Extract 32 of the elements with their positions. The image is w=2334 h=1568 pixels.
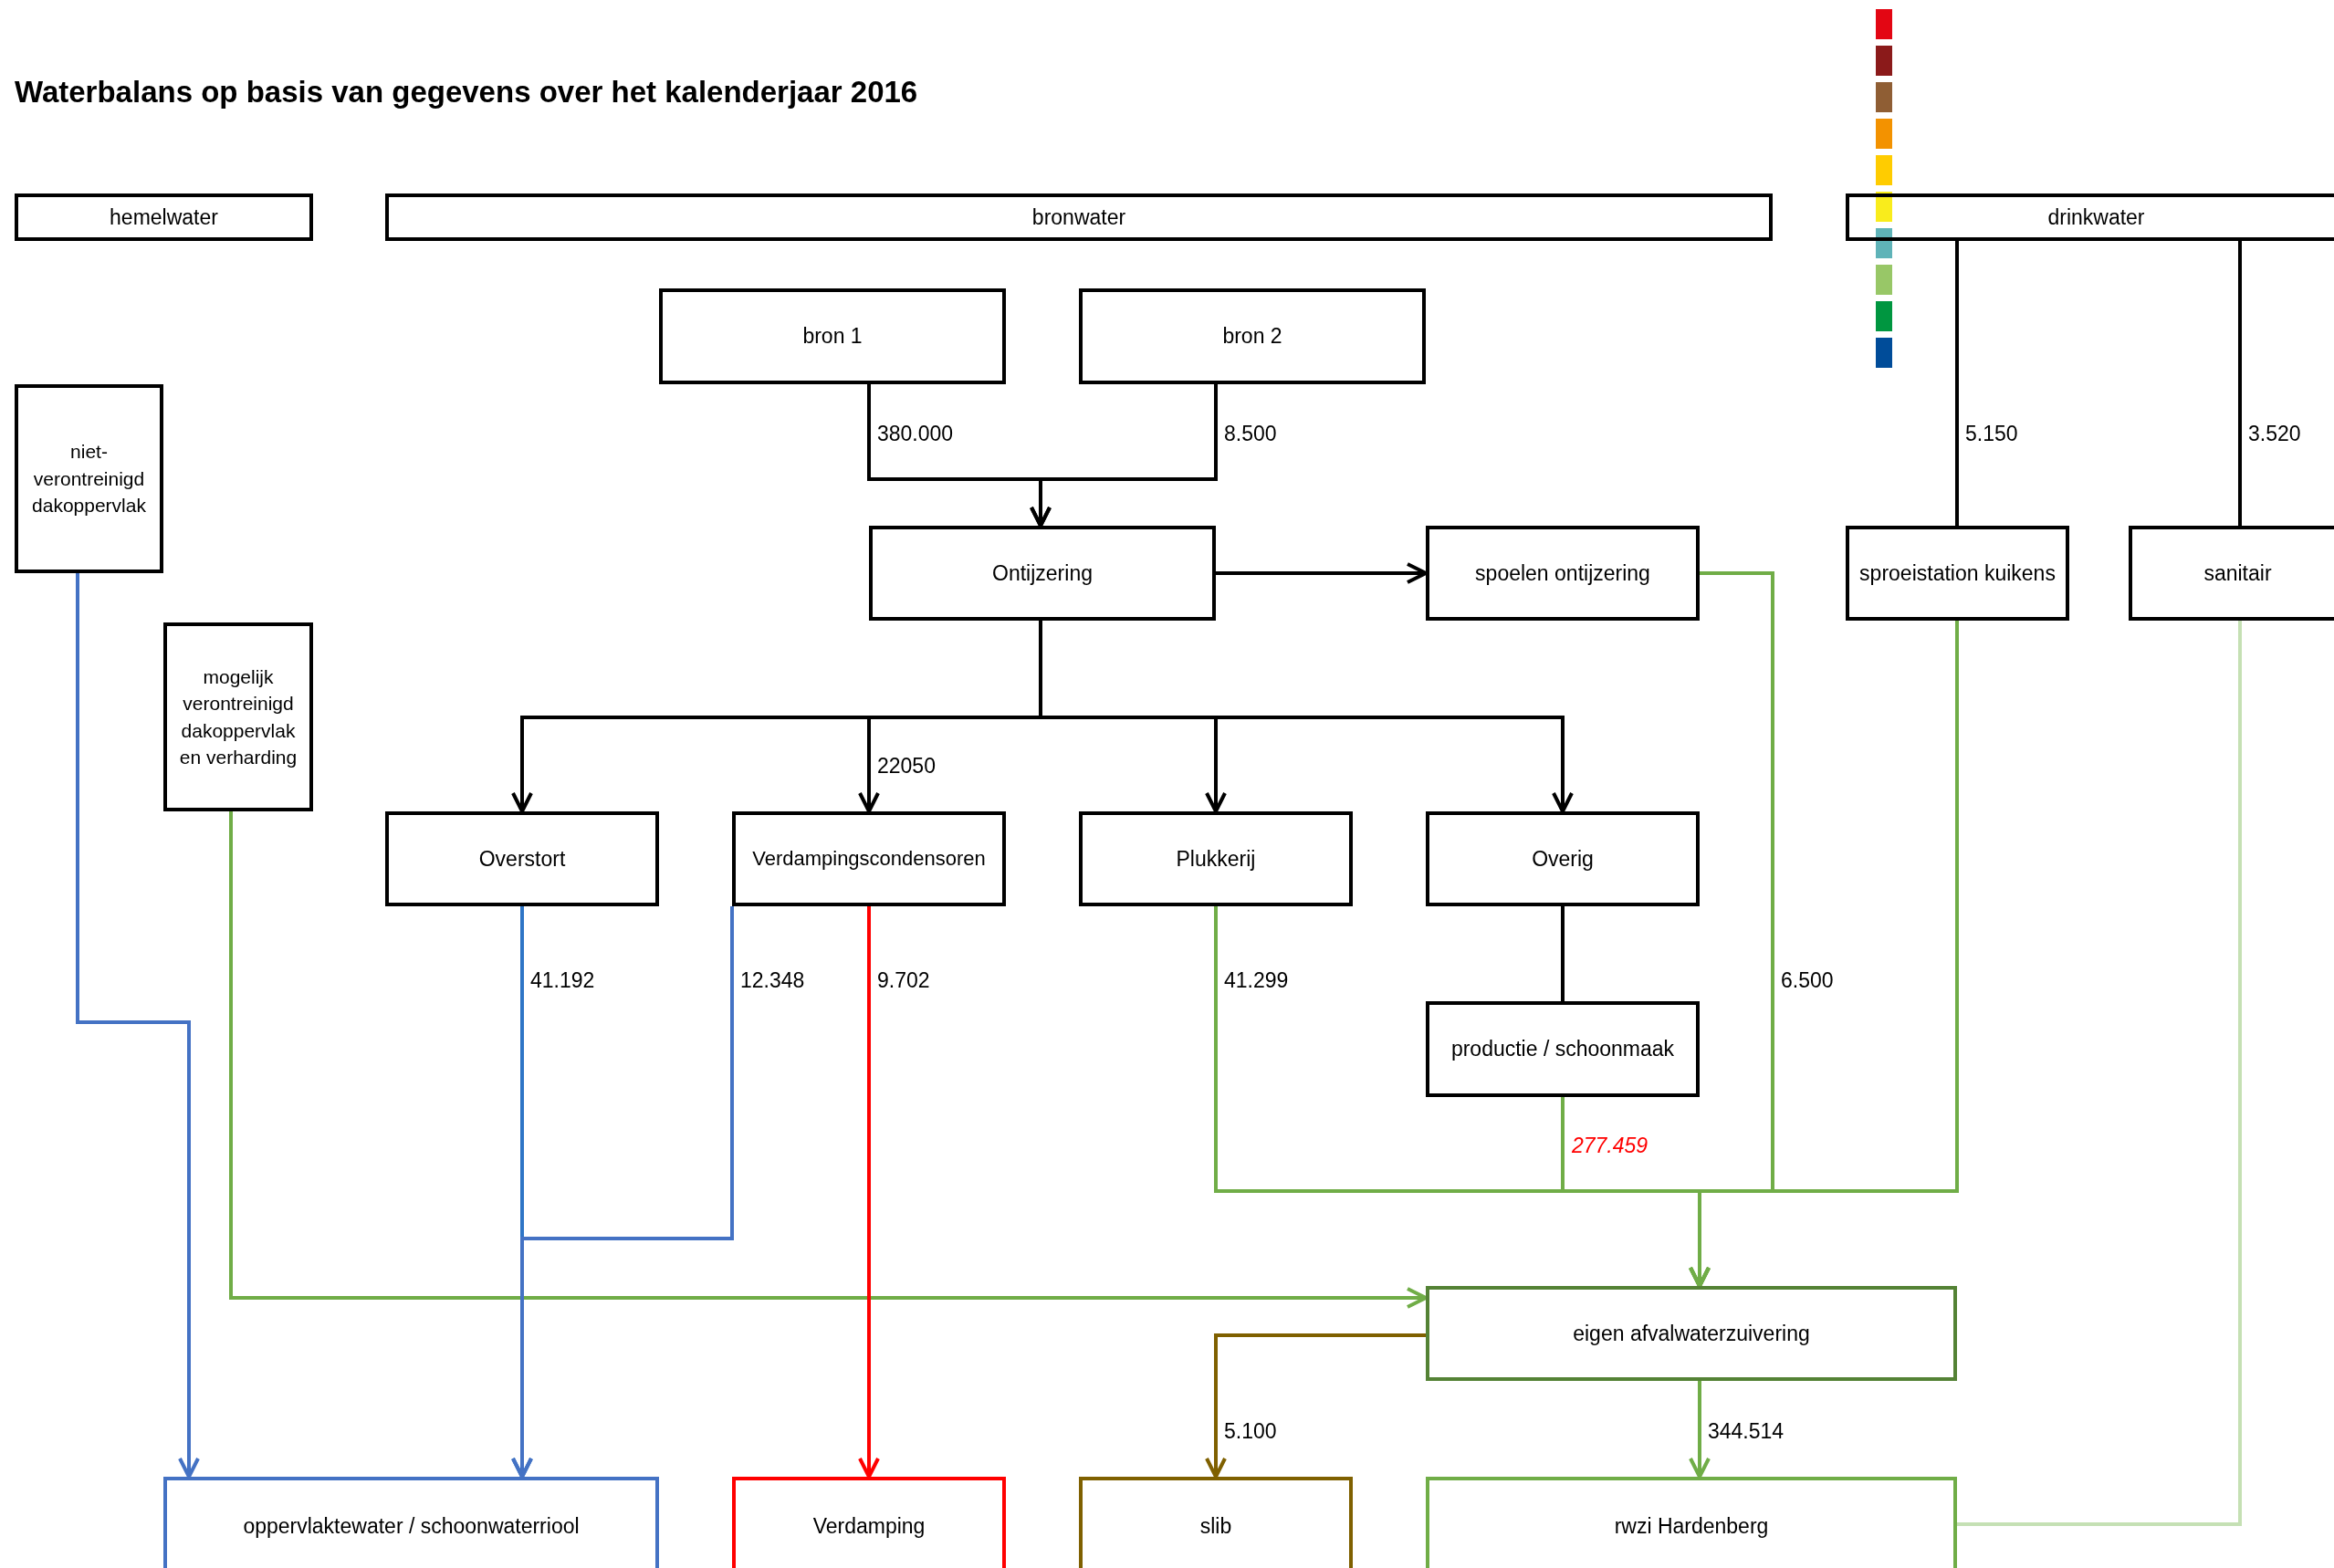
process-box: Plukkerij: [1079, 811, 1353, 906]
flow-arrow: [1030, 384, 1218, 528]
process-box: oppervlaktewater / schoonwaterriool: [163, 1477, 659, 1568]
flow-arrow: [1216, 562, 1428, 584]
flow-arrow: [858, 906, 880, 1479]
source-header-bar: drinkwater: [1846, 193, 2334, 241]
flow-arrow: [229, 811, 1428, 1309]
flow-arrow: [1689, 1381, 1711, 1479]
process-box: bron 1: [659, 288, 1006, 384]
process-box: productie / schoonmaak: [1426, 1001, 1700, 1097]
flow-arrow: [1689, 621, 1959, 1288]
process-box: bron 2: [1079, 288, 1426, 384]
process-box: niet-verontreinigd dakoppervlak: [15, 384, 163, 573]
process-box: Overstort: [385, 811, 659, 906]
process-box: spoelen ontijzering: [1426, 526, 1700, 621]
process-box: slib: [1079, 1477, 1353, 1568]
process-box: Verdampingscondensoren: [732, 811, 1006, 906]
source-header-bar: bronwater: [385, 193, 1773, 241]
flow-arrow: [1039, 621, 1574, 813]
process-box: rwzi Hardenberg: [1426, 1477, 1957, 1568]
diagram-title: Waterbalans op basis van gegevens over het kalenderjaar 2016: [15, 75, 918, 110]
flow-arrow: [1205, 1333, 1426, 1479]
process-box: eigen afvalwaterzuivering: [1426, 1286, 1957, 1381]
flow-arrow: [511, 906, 734, 1479]
process-box: mogelijk verontreinigd dakoppervlak en verharding: [163, 622, 313, 811]
process-box: sproeistation kuikens: [1846, 526, 2069, 621]
source-header-bar: hemelwater: [15, 193, 313, 241]
process-box: Ontijzering: [869, 526, 1216, 621]
flow-arrow: [76, 573, 200, 1479]
process-box: sanitair: [2129, 526, 2334, 621]
process-box: Verdamping: [732, 1477, 1006, 1568]
process-box: Overig: [1426, 811, 1700, 906]
